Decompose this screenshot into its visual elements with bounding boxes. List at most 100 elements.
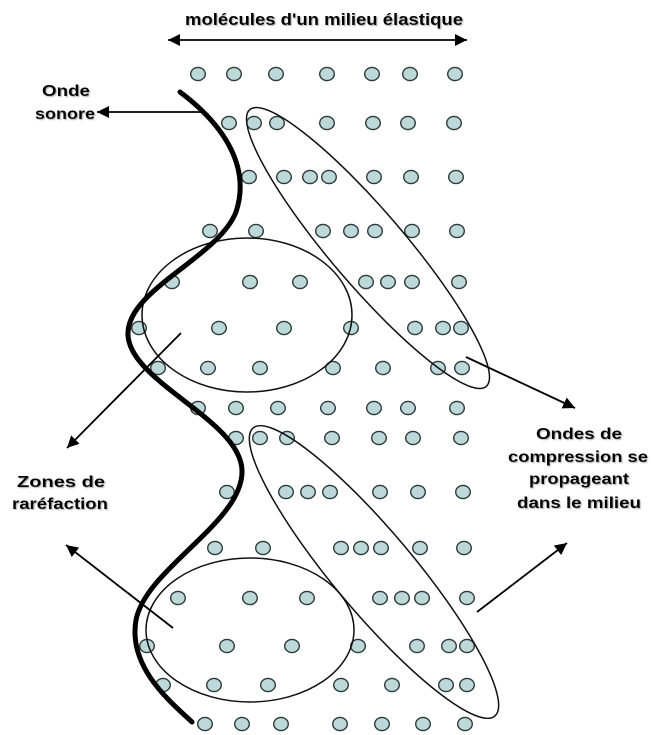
molecule	[414, 590, 431, 606]
molecule	[169, 590, 186, 606]
molecule	[276, 320, 293, 336]
molecule	[251, 430, 268, 446]
molecule	[220, 115, 237, 131]
molecule	[372, 590, 389, 606]
molecule	[451, 274, 468, 290]
molecule	[205, 677, 222, 693]
compression-label-line-3: propageant	[529, 471, 630, 488]
molecule	[247, 223, 264, 239]
molecule	[268, 66, 285, 82]
molecule	[233, 716, 250, 732]
molecule	[254, 540, 271, 556]
molecule	[269, 115, 286, 131]
molecule	[394, 590, 411, 606]
molecule	[325, 360, 342, 376]
molecule	[358, 274, 375, 290]
compression-zone-upper	[245, 106, 491, 390]
molecule	[273, 716, 290, 732]
molecule	[454, 360, 471, 376]
molecule	[459, 590, 476, 606]
molecule	[453, 430, 470, 446]
sound-wave-curve	[125, 89, 245, 725]
molecule	[365, 115, 382, 131]
molecule	[446, 115, 463, 131]
molecule	[315, 223, 332, 239]
compression-label-line-2: compression se	[508, 449, 648, 466]
molecule	[322, 484, 339, 500]
rarefaction-label-line-1: Zones de	[17, 474, 105, 491]
sound-wave-label-line-1: Onde	[42, 83, 90, 100]
molecule	[241, 590, 258, 606]
molecule	[372, 484, 389, 500]
rarefaction-zone-upper	[141, 237, 353, 393]
rarefaction-arrow-upper	[66, 332, 182, 449]
molecule	[196, 716, 213, 732]
molecule	[302, 169, 319, 185]
molecule	[199, 360, 216, 376]
molecule	[189, 66, 206, 82]
molecule	[409, 638, 426, 654]
molecule	[380, 274, 397, 290]
molecule	[218, 638, 235, 654]
molecule	[400, 400, 417, 416]
molecule	[241, 274, 258, 290]
molecule	[300, 484, 317, 500]
molecule	[319, 66, 336, 82]
molecule	[319, 115, 336, 131]
molecule	[402, 66, 419, 82]
sound-wave-label-line-2: sonore	[35, 106, 95, 123]
molecule	[371, 430, 388, 446]
rarefaction-arrow-lower	[65, 544, 174, 629]
molecule	[457, 716, 474, 732]
molecule	[292, 274, 309, 290]
molecule	[240, 169, 257, 185]
molecule	[384, 677, 401, 693]
molecule	[410, 484, 427, 500]
molecule	[333, 540, 350, 556]
molecule	[343, 223, 360, 239]
molecule	[245, 115, 262, 131]
molecule	[449, 400, 466, 416]
molecule	[407, 320, 424, 336]
molecule	[149, 360, 166, 376]
molecule	[201, 223, 218, 239]
molecule	[333, 677, 350, 693]
molecule	[321, 169, 338, 185]
molecules-group	[130, 66, 476, 732]
molecule	[459, 638, 476, 654]
molecule	[438, 677, 455, 693]
molecule	[441, 638, 458, 654]
molecule	[375, 360, 392, 376]
molecule	[353, 540, 370, 556]
molecule	[447, 66, 464, 82]
compression-arrow-lower	[476, 542, 568, 613]
molecule	[435, 320, 452, 336]
molecule	[366, 400, 383, 416]
molecule	[459, 677, 476, 693]
molecule	[324, 430, 341, 446]
molecule	[227, 400, 244, 416]
molecule	[225, 66, 242, 82]
molecule	[210, 320, 227, 336]
molecule	[284, 638, 301, 654]
molecule	[299, 590, 316, 606]
molecule	[456, 540, 473, 556]
rarefaction-zone-lower	[145, 557, 355, 703]
molecule	[320, 400, 337, 416]
compression-arrow-upper	[465, 356, 576, 409]
molecule	[404, 223, 421, 239]
molecule	[332, 716, 349, 732]
molecule	[453, 320, 470, 336]
rarefaction-label-line-2: raréfaction	[12, 496, 108, 513]
molecule	[455, 484, 472, 500]
compression-label-line-4: dans le milieu	[517, 495, 641, 512]
molecule	[367, 223, 384, 239]
molecule	[403, 169, 420, 185]
molecule	[364, 66, 381, 82]
molecule	[448, 169, 465, 185]
molecule	[279, 430, 296, 446]
molecule	[412, 540, 429, 556]
labels-group: molécules d'un milieu élastique Onde son…	[12, 10, 648, 513]
molecule	[374, 716, 391, 732]
